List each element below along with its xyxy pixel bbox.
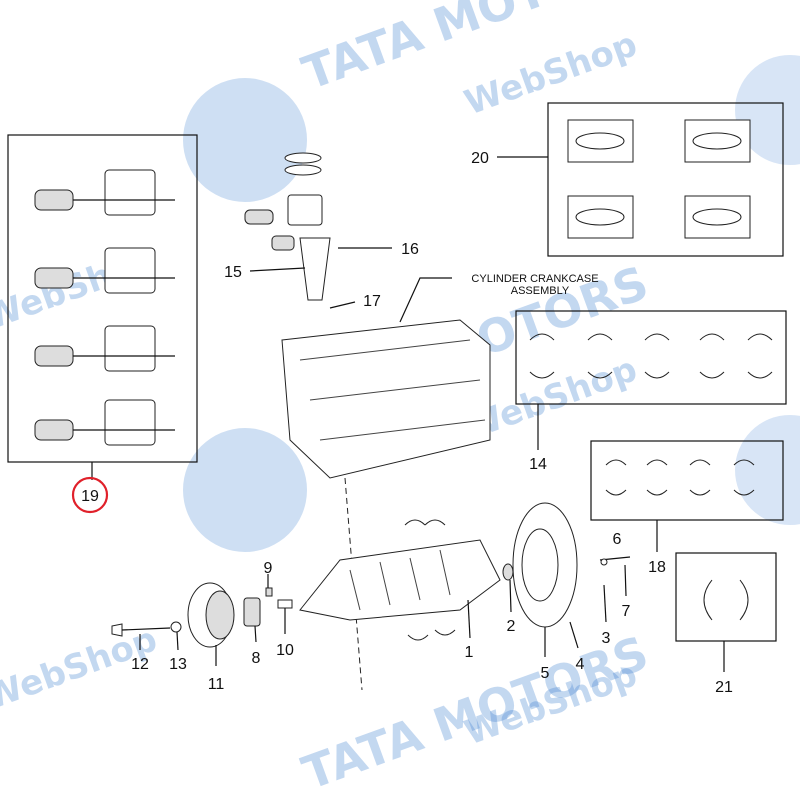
callout-20[interactable]: 20 [471, 150, 489, 167]
flywheel [502, 502, 578, 628]
callout-11[interactable]: 11 [208, 676, 225, 693]
callout-2[interactable]: 2 [507, 618, 516, 635]
tata-logo-watermark-icon [183, 78, 307, 202]
assembly-caption-line1[interactable]: CYLINDER CRANKCASE [471, 273, 598, 285]
assembly-caption-line2: ASSEMBLY [511, 285, 570, 297]
callout-17[interactable]: 17 [363, 293, 381, 310]
tata-logo-watermark-icon [735, 415, 800, 525]
callout-21[interactable]: 21 [715, 679, 733, 696]
piston-conrod-assembly [244, 152, 331, 301]
watermark-sub: WebShop [459, 24, 642, 123]
callout-1[interactable]: 1 [465, 644, 474, 661]
callout-3[interactable]: 3 [602, 630, 611, 647]
thrust-washers [703, 579, 749, 621]
cylinder-crankcase [281, 319, 491, 479]
callout-7[interactable]: 7 [622, 603, 631, 620]
callout-4[interactable]: 4 [576, 656, 585, 673]
callout-18[interactable]: 18 [648, 559, 666, 576]
main-bearing-shells [529, 333, 773, 379]
tata-logo-watermark-icon [735, 55, 800, 165]
tata-logo-watermark-icon [183, 428, 307, 552]
thrust-washer-box [675, 552, 777, 642]
piston-ring-box [547, 102, 784, 257]
piston-rings [567, 119, 751, 239]
callout-16[interactable]: 16 [401, 241, 419, 258]
callout-6[interactable]: 6 [613, 531, 622, 548]
callout-19[interactable]: 19 [81, 488, 99, 505]
callout-10[interactable]: 10 [276, 642, 294, 659]
main-bearing-box [515, 310, 787, 405]
callout-8[interactable]: 8 [252, 650, 261, 667]
callout-14[interactable]: 14 [529, 456, 547, 473]
callout-15[interactable]: 15 [224, 264, 242, 281]
callout-9[interactable]: 9 [264, 560, 273, 577]
piston-kit-box [7, 134, 198, 463]
crankshaft-pulley [111, 582, 293, 648]
assembly-axis-line [344, 477, 363, 691]
callout-12[interactable]: 12 [131, 656, 149, 673]
crankshaft [299, 519, 501, 641]
callout-5[interactable]: 5 [541, 665, 550, 682]
piston-sets [34, 169, 175, 446]
highlight-circle-19 [71, 476, 109, 514]
conrod-bearing-shells [605, 459, 755, 496]
conrod-bearing-box [590, 440, 784, 521]
callout-13[interactable]: 13 [169, 656, 187, 673]
